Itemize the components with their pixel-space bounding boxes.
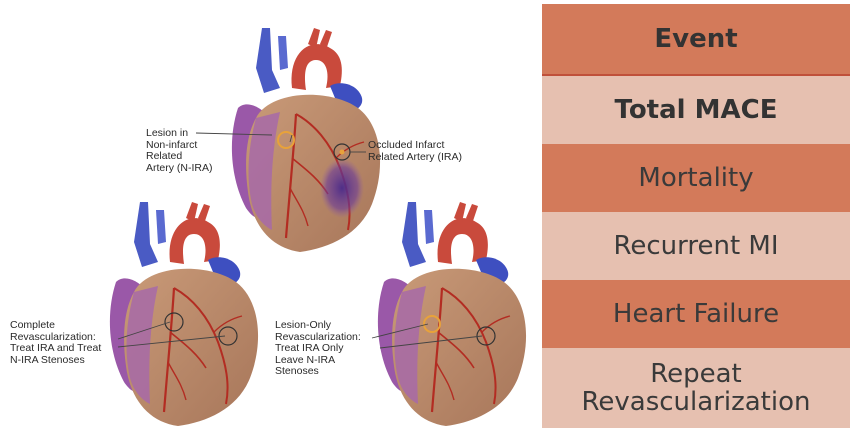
- heart-bottom-right: [378, 202, 526, 426]
- label-occluded-ira: Occluded Infarct Related Artery (IRA): [368, 140, 462, 163]
- table-row-heart-failure: Heart Failure: [542, 280, 850, 348]
- table-row-total-mace: Total MACE: [542, 76, 850, 144]
- label-complete-revascularization: Complete Revascularization: Treat IRA an…: [10, 320, 101, 366]
- heart-top: [232, 28, 380, 252]
- table-row-mortality: Mortality: [542, 144, 850, 212]
- heart-bottom-left: [110, 202, 258, 426]
- heart-diagrams: [0, 0, 530, 432]
- table-row-repeat-revascularization: Repeat Revascularization: [542, 348, 850, 428]
- table-header: Event: [542, 4, 850, 74]
- label-nira-lesion: Lesion in Non-infarct Related Artery (N-…: [146, 128, 213, 174]
- heart-illustration-panel: Lesion in Non-infarct Related Artery (N-…: [0, 0, 530, 432]
- table-row-recurrent-mi: Recurrent MI: [542, 212, 850, 280]
- label-lesion-only-revascularization: Lesion-Only Revascularization: Treat IRA…: [275, 320, 361, 378]
- event-table: Event Total MACE Mortality Recurrent MI …: [542, 4, 850, 428]
